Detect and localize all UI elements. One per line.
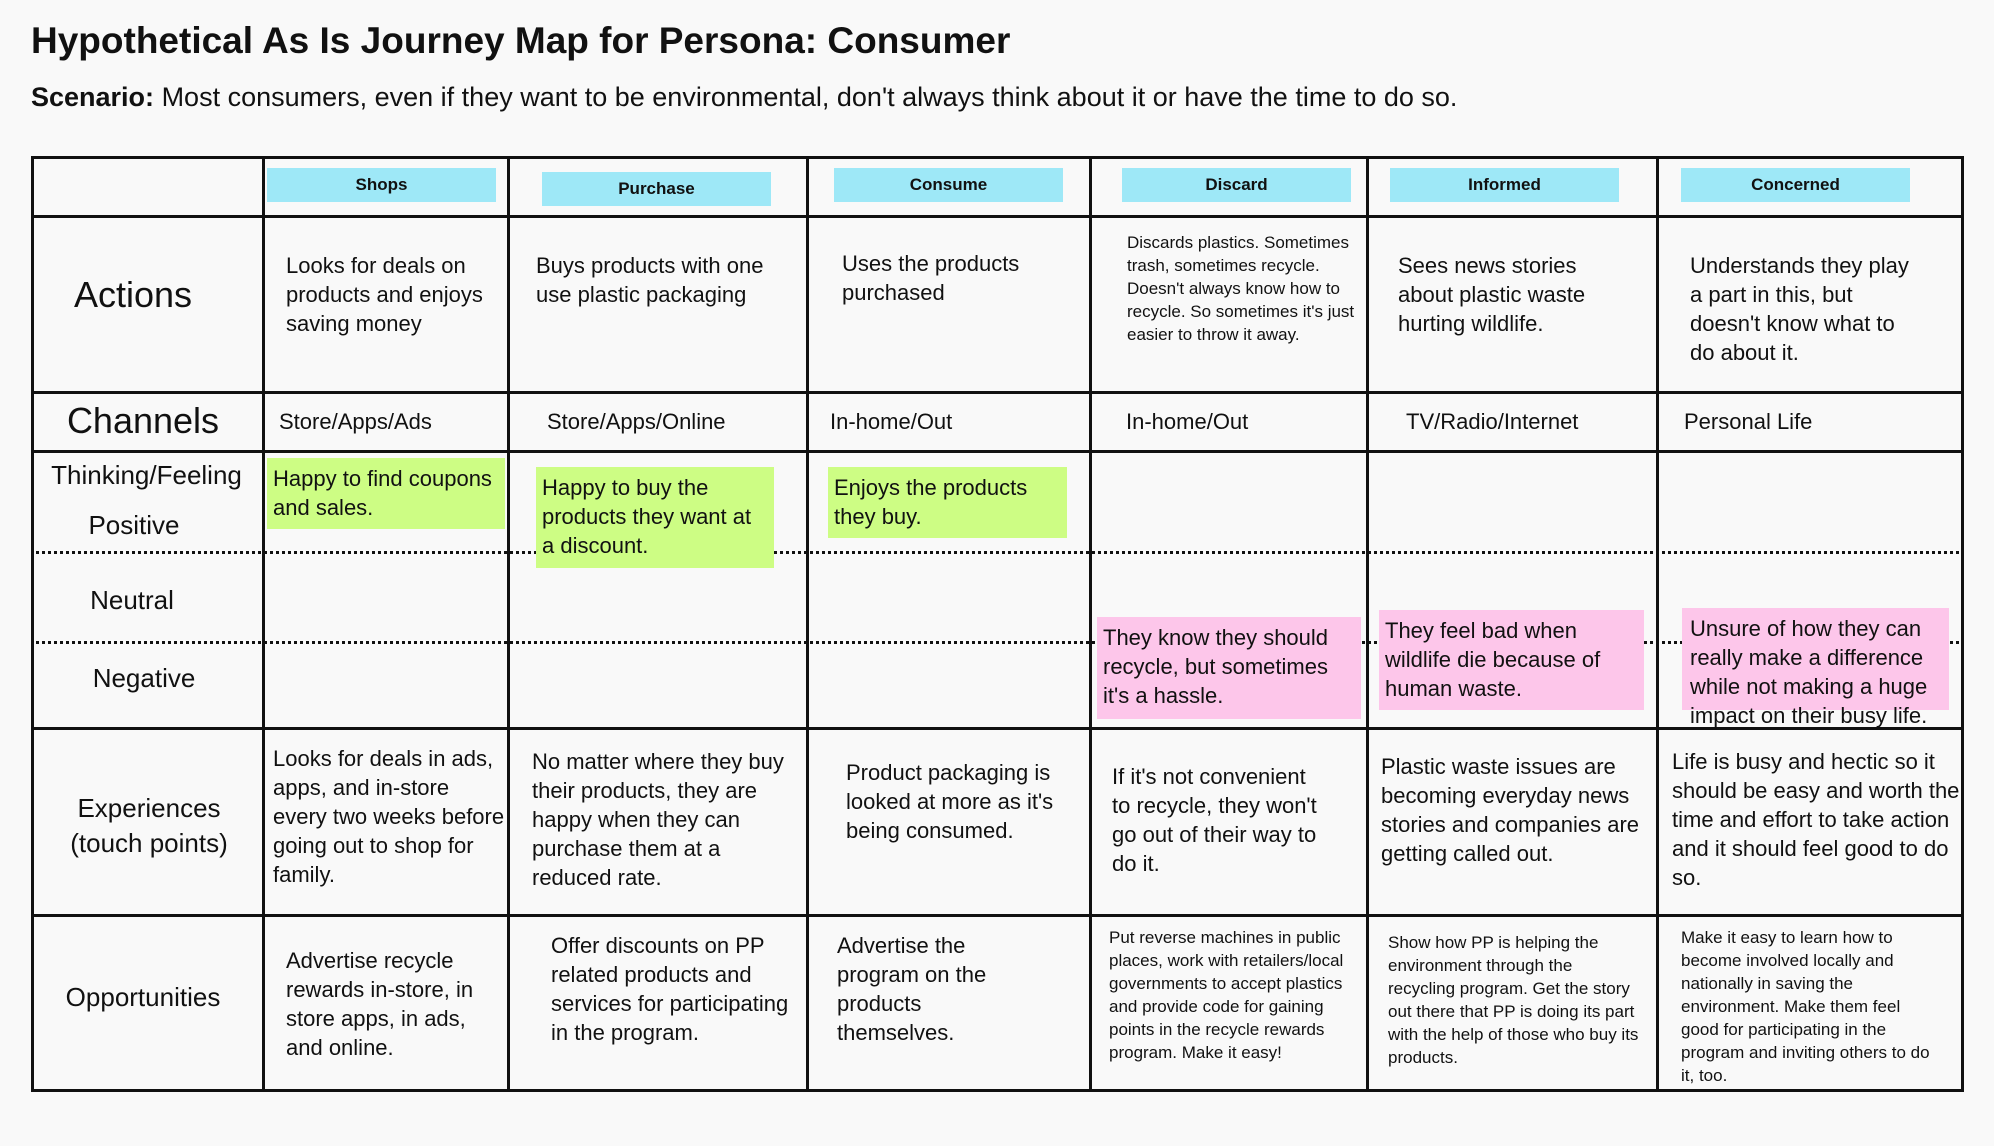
row-label-opportunities: Opportunities [65, 982, 221, 1012]
channel-shops: Store/Apps/Ads [279, 409, 432, 434]
experience-shops: Looks for deals in ads, apps, and in-sto… [273, 746, 505, 887]
grid-col-divider [1656, 156, 1659, 1092]
grid-col-divider [262, 156, 265, 1092]
negative-note-concerned: Unsure of how they can really make a dif… [1682, 608, 1949, 728]
opportunity-consume: Advertise the program on the products th… [837, 933, 987, 1045]
opportunity-purchase: Offer discounts on PP related products a… [551, 933, 789, 1045]
grid-experiences-divider [31, 914, 1964, 917]
action-shops: Looks for deals on products and enjoys s… [286, 253, 483, 336]
opportunity-discard: Put reverse machines in public places, w… [1109, 928, 1344, 1062]
row-label-negative: Negative [92, 663, 196, 693]
action-purchase: Buys products with one use plastic packa… [536, 253, 764, 307]
scenario-label: Scenario: [31, 82, 155, 112]
row-label-experiences: Experiences (touch points) [34, 791, 264, 861]
grid-positive-divider [31, 551, 1964, 554]
experience-consume: Product packaging is looked at more as i… [846, 760, 1054, 843]
scenario: Scenario: Most consumers, even if they w… [31, 82, 1457, 113]
grid-col-divider [507, 156, 510, 1092]
positive-note-consume: Enjoys the products they buy. [828, 467, 1067, 538]
row-label-experiences-line1: Experiences [77, 793, 221, 823]
action-informed: Sees news stories about plastic waste hu… [1398, 253, 1586, 336]
positive-note-shops: Happy to find coupons and sales. [267, 458, 505, 529]
channel-discard: In-home/Out [1126, 409, 1249, 434]
row-label-thinking-feeling: Thinking/Feeling [51, 460, 242, 490]
grid-left-border [31, 156, 34, 1092]
stage-header-informed: Informed [1390, 168, 1619, 202]
opportunity-informed: Show how PP is helping the environment t… [1388, 933, 1639, 1067]
experience-informed: Plastic waste issues are becoming everyd… [1381, 754, 1640, 866]
channel-purchase: Store/Apps/Online [547, 409, 726, 434]
grid-col-divider [1366, 156, 1369, 1092]
stage-header-consume: Consume [834, 168, 1063, 202]
action-consume: Uses the products purchased [842, 251, 1020, 305]
grid-right-border [1961, 156, 1964, 1092]
action-discard: Discards plastics. Sometimes trash, some… [1127, 233, 1355, 344]
grid-bottom-border [31, 1089, 1964, 1092]
channel-concerned: Personal Life [1684, 409, 1813, 434]
negative-note-discard: They know they should recycle, but somet… [1097, 617, 1361, 719]
negative-note-informed: They feel bad when wildlife die because … [1379, 610, 1644, 710]
grid-neutral-divider [31, 641, 1964, 644]
grid-top-border [31, 156, 1964, 159]
channel-informed: TV/Radio/Internet [1406, 409, 1579, 434]
channel-consume: In-home/Out [830, 409, 953, 434]
page-title: Hypothetical As Is Journey Map for Perso… [31, 20, 1011, 61]
stage-header-shops: Shops [267, 168, 496, 202]
row-label-experiences-line2: (touch points) [70, 828, 228, 858]
row-label-actions: Actions [73, 274, 193, 315]
row-label-neutral: Neutral [90, 585, 174, 615]
stage-header-concerned: Concerned [1681, 168, 1910, 202]
action-concerned: Understands they play a part in this, bu… [1690, 253, 1909, 365]
experience-purchase: No matter where they buy their products,… [532, 749, 784, 890]
scenario-text: Most consumers, even if they want to be … [161, 82, 1458, 112]
grid-col-divider [806, 156, 809, 1092]
row-label-channels: Channels [66, 400, 220, 441]
positive-note-purchase: Happy to buy the products they want at a… [536, 467, 774, 568]
grid-header-divider [31, 215, 1964, 218]
grid-col-divider [1089, 156, 1092, 1092]
opportunity-concerned: Make it easy to learn how to become invo… [1681, 928, 1930, 1085]
stage-header-discard: Discard [1122, 168, 1351, 202]
grid-actions-divider [31, 391, 1964, 394]
experience-concerned: Life is busy and hectic so it should be … [1672, 749, 1960, 890]
row-label-positive: Positive [88, 510, 180, 540]
grid-feelings-divider [31, 727, 1964, 730]
experience-discard: If it's not convenient to recycle, they … [1112, 764, 1317, 876]
stage-header-purchase: Purchase [542, 172, 771, 206]
grid-channels-divider [31, 450, 1964, 453]
opportunity-shops: Advertise recycle rewards in-store, in s… [286, 948, 474, 1060]
